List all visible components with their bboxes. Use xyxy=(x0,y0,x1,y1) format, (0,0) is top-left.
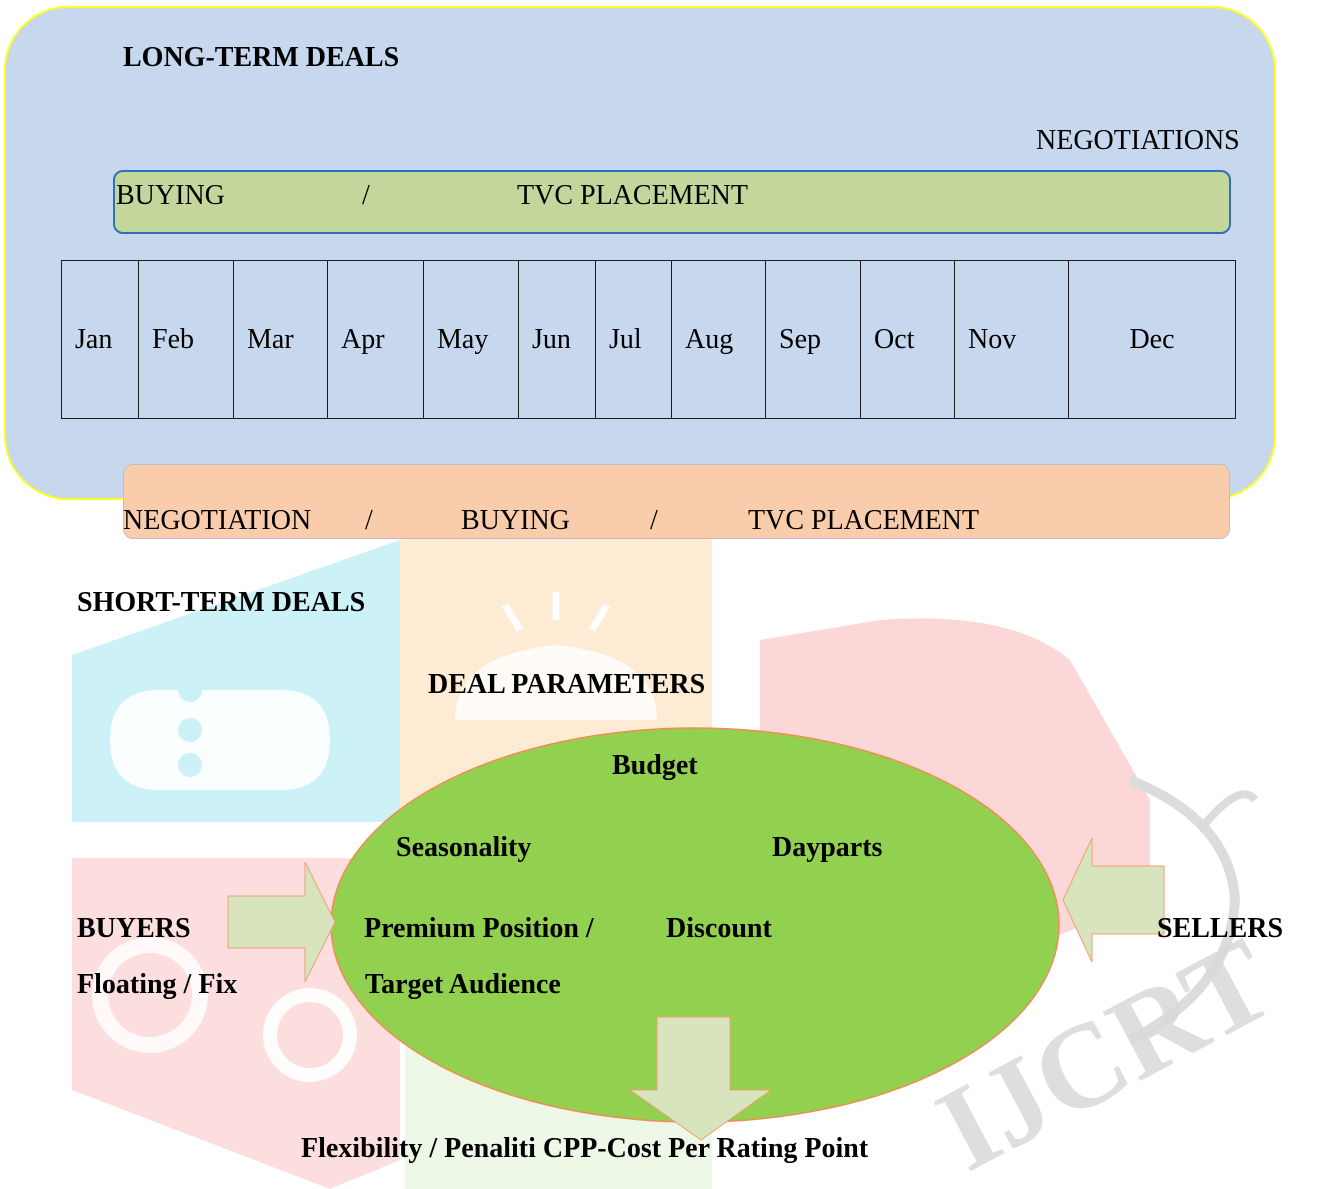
month-cell: Jul xyxy=(595,260,672,419)
discount-label: Discount xyxy=(666,913,772,944)
short-bar-sep-1: / xyxy=(365,505,373,536)
budget-label: Budget xyxy=(612,750,698,781)
month-cell: Mar xyxy=(233,260,328,419)
short-bar-tvc: TVC PLACEMENT xyxy=(748,505,979,536)
long-term-title: LONG-TERM DEALS xyxy=(123,42,400,73)
month-cell: Aug xyxy=(671,260,766,419)
month-cell: Jan xyxy=(61,260,139,419)
month-cell: Sep xyxy=(765,260,861,419)
short-bar-sep-2: / xyxy=(650,505,658,536)
bar-buying-label: BUYING xyxy=(116,180,225,211)
seasonality-label: Seasonality xyxy=(396,832,532,863)
month-cell: Jun xyxy=(518,260,596,419)
negotiations-label: NEGOTIATIONS xyxy=(1036,125,1240,156)
buying-tvc-bar xyxy=(113,170,1231,234)
negotiation-buying-tvc-bar xyxy=(123,464,1230,539)
buyers-arrow-icon xyxy=(227,861,336,983)
buyers-floating-fix: Floating / Fix xyxy=(77,969,238,1000)
sellers-arrow-icon xyxy=(1062,837,1165,963)
short-bar-buying: BUYING xyxy=(461,505,570,536)
outcome-arrow-icon xyxy=(628,1016,773,1141)
month-cell: Nov xyxy=(954,260,1069,419)
outcome-label: Flexibility / Penaliti CPP-Cost Per Rati… xyxy=(301,1133,869,1164)
bar-tvc-label: TVC PLACEMENT xyxy=(517,180,748,211)
month-cell: Dec xyxy=(1068,260,1236,419)
short-term-title: SHORT-TERM DEALS xyxy=(77,587,366,618)
short-bar-negotiation: NEGOTIATION xyxy=(123,505,312,536)
sellers-label: SELLERS xyxy=(1157,913,1284,944)
month-calendar: Jan Feb Mar Apr May Jun Jul Aug Sep Oct … xyxy=(61,260,1236,419)
deal-parameters-title: DEAL PARAMETERS xyxy=(428,669,706,700)
bar-separator: / xyxy=(362,180,370,211)
dayparts-label: Dayparts xyxy=(772,832,883,863)
month-cell: Feb xyxy=(138,260,234,419)
target-audience-label: Target Audience xyxy=(365,969,561,1000)
month-cell: May xyxy=(423,260,519,419)
premium-position-label: Premium Position / xyxy=(364,913,594,944)
buyers-label: BUYERS xyxy=(77,913,191,944)
month-cell: Oct xyxy=(860,260,955,419)
